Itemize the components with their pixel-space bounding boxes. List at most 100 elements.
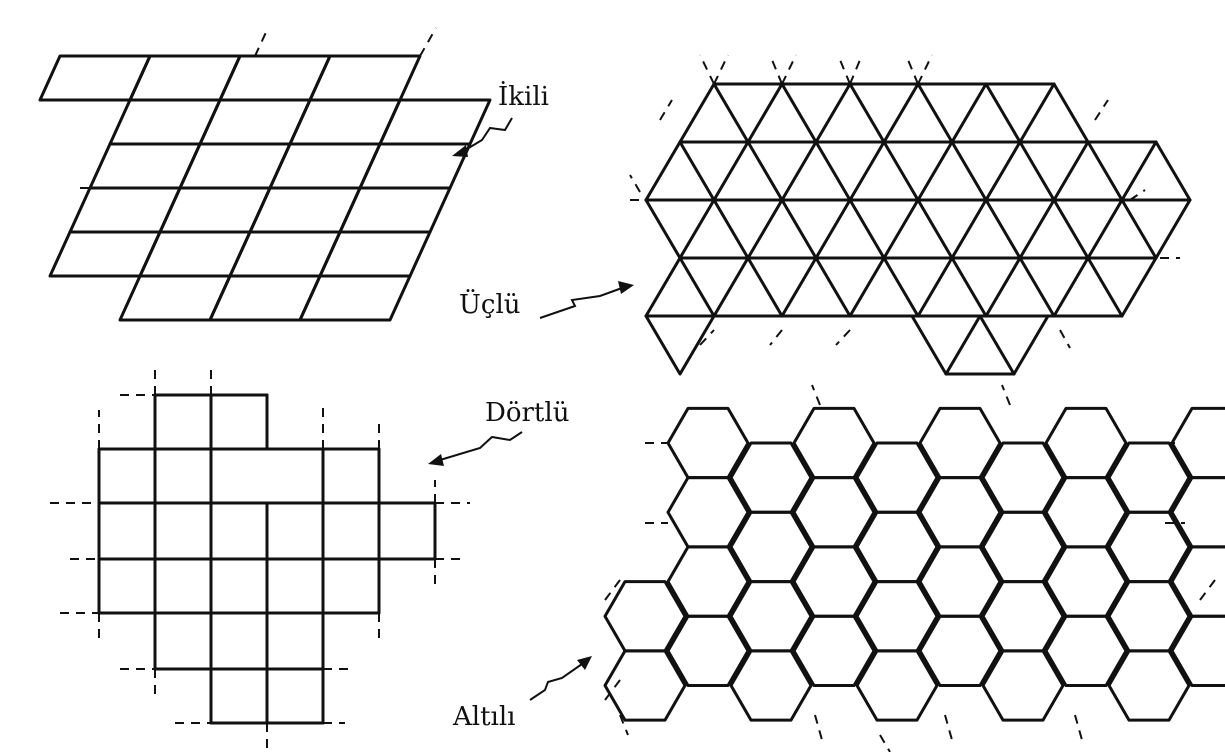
triangle-edge-17 [814,140,852,202]
triangle-edge-20 [916,140,954,202]
triangle-edge-18 [848,140,886,202]
hexagon-cell-23 [981,649,1065,722]
triangle-edge-4 [814,82,852,144]
uclu-stub [905,54,919,85]
label-pointers [428,117,634,701]
uclu-stub [713,54,729,85]
altili-stub [1199,579,1216,601]
triangle-edge-50 [848,256,886,318]
triangle-edge-45 [678,256,716,318]
triangle-edge-28 [644,198,682,260]
label-altili: Altılı [453,702,516,732]
triangle-edge-3 [780,82,818,144]
triangle-edge-37 [950,198,988,260]
triangle-edge-53 [950,256,988,318]
triangle-edge-9 [984,82,1022,144]
triangle-edge-16 [780,140,818,202]
pointer-ikili [461,117,513,153]
triangle-edge-52 [916,256,954,318]
uclu-stub [849,54,863,85]
triangle-edge-14 [712,140,750,202]
triangle-edge-11 [1052,82,1090,144]
uclu-stub [835,329,851,346]
triangle-edge-27 [1154,140,1192,202]
triangle-edge-31 [746,198,784,260]
triangle-edge-44 [644,256,682,318]
oblique-cell-15 [338,186,452,234]
triangle-cell-bottom [944,314,1016,376]
oblique-cell-11 [358,142,472,190]
pointer-altili-arrowhead [577,656,592,670]
hexagon-cell-34 [1170,545,1225,618]
triangle-edge-36 [916,198,954,260]
pointer-uclu-arrowhead [618,281,634,294]
dortlu-lattice [50,365,470,748]
hexagon-cell-32 [1170,406,1225,480]
uclu-lattice [629,54,1192,376]
uclu-stub [659,99,673,121]
triangle-edge-19 [882,140,920,202]
triangle-edge-13 [678,140,716,202]
triangle-edge-25 [1086,140,1124,202]
triangle-edge-46 [712,256,750,318]
triangle-edge-55 [1018,256,1056,318]
triangle-edge-57 [1086,256,1124,318]
triangle-edge-42 [1120,198,1158,260]
triangle-edge-6 [882,82,920,144]
triangle-edge-43 [1154,198,1192,260]
altili-stub [814,714,823,741]
altili-stub [604,679,621,701]
triangle-edge-5 [848,82,886,144]
uclu-stub [1129,189,1146,201]
uclu-stub [699,329,715,346]
uclu-stub [781,54,797,85]
hexagon-cell-31 [1107,649,1191,722]
hexagon-cell-7 [729,649,813,722]
ikili-stub [254,27,269,57]
triangle-edge-30 [712,198,750,260]
triangle-edge-48 [780,256,818,318]
uclu-stub [629,174,641,193]
altili-stub [619,714,629,736]
ikili-lattice [38,27,492,322]
uclu-stub [769,54,783,85]
triangle-cell-bottom [644,314,716,376]
triangle-edge-51 [882,256,920,318]
triangle-edge-58 [1120,256,1158,318]
hexagon-cell-15 [855,649,939,722]
triangle-edge-41 [1086,198,1124,260]
hexagon-cell-27 [1044,614,1128,687]
pointer-dortlu [439,431,523,461]
pointer-uclu [539,287,623,319]
uclu-stub [1094,99,1109,121]
uclu-stub [769,329,783,346]
triangle-edge-bottom [910,314,948,376]
hexagon-cell-37 [1170,614,1225,687]
altili-lattice [603,384,1225,752]
triangle-edge-2 [746,82,784,144]
oblique-cell-7 [378,98,492,146]
triangle-edge-1 [712,82,750,144]
triangle-edge-40 [1052,198,1090,260]
triangle-edge-12 [644,140,682,202]
altili-stub [811,384,821,406]
uclu-stub [837,54,851,85]
triangle-edge-26 [1120,140,1158,202]
triangle-edge-22 [984,140,1022,202]
label-dortlu: Dörtlü [485,398,570,428]
triangle-edge-47 [746,256,784,318]
altili-stub [1001,384,1011,406]
triangle-edge-49 [814,256,852,318]
triangle-edge-8 [950,82,988,144]
hexagon-cell-19 [918,614,1002,687]
triangle-edge-33 [814,198,852,260]
hexagon-cell-3 [666,614,750,687]
oblique-cell-19 [318,230,432,278]
oblique-cell-3 [308,54,422,102]
triangle-edge-0 [678,82,716,144]
triangle-edge-56 [1052,256,1090,318]
hexagon-cell-33 [1170,476,1225,549]
triangle-edge-15 [746,140,784,202]
altili-stub [1074,714,1083,741]
